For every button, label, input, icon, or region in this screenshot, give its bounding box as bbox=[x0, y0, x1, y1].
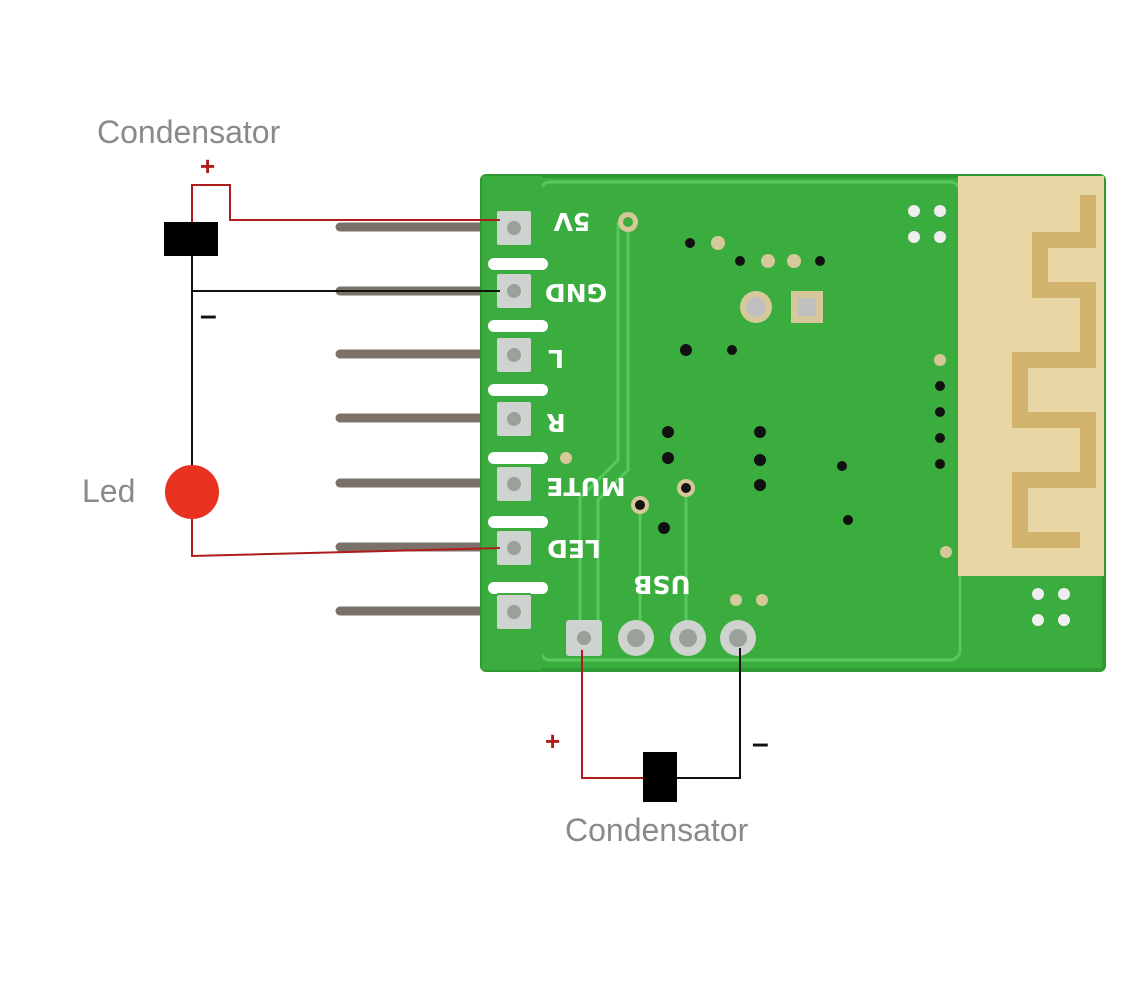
led-label: Led bbox=[82, 473, 135, 509]
pin-label-mute: MUTE bbox=[546, 472, 625, 501]
capacitor-top-minus: – bbox=[200, 299, 217, 332]
wire-usb-plus bbox=[581, 650, 644, 779]
capacitor-top-plus: + bbox=[200, 151, 215, 181]
capacitor-top bbox=[164, 222, 218, 256]
wire-led-anode bbox=[191, 515, 501, 558]
pin-label-gnd: GND bbox=[545, 278, 607, 307]
wires bbox=[191, 184, 741, 779]
capacitor-bottom-label: Condensator bbox=[565, 812, 749, 848]
wire-usb-minus bbox=[676, 648, 741, 779]
antenna-trace bbox=[1012, 195, 1096, 548]
capacitor-top-label: Condensator bbox=[97, 114, 281, 150]
vias bbox=[560, 205, 1070, 626]
pin-label-5v: 5V bbox=[553, 207, 590, 236]
capacitor-bottom-minus: – bbox=[752, 727, 769, 760]
header-pins bbox=[335, 222, 505, 616]
pin-label-l: L bbox=[548, 344, 564, 373]
pin-label-r: R bbox=[546, 408, 565, 437]
usb-pads bbox=[566, 620, 756, 656]
capacitor-bottom bbox=[643, 752, 677, 802]
wire-5v bbox=[191, 184, 500, 222]
led-symbol bbox=[165, 465, 219, 519]
usb-label: USB bbox=[633, 570, 690, 599]
capacitor-bottom-plus: + bbox=[545, 726, 560, 756]
pcb-board: 5V GND L R MUTE LED USB bbox=[480, 174, 1106, 672]
pin-label-led: LED bbox=[547, 534, 601, 563]
wire-gnd bbox=[191, 255, 500, 292]
